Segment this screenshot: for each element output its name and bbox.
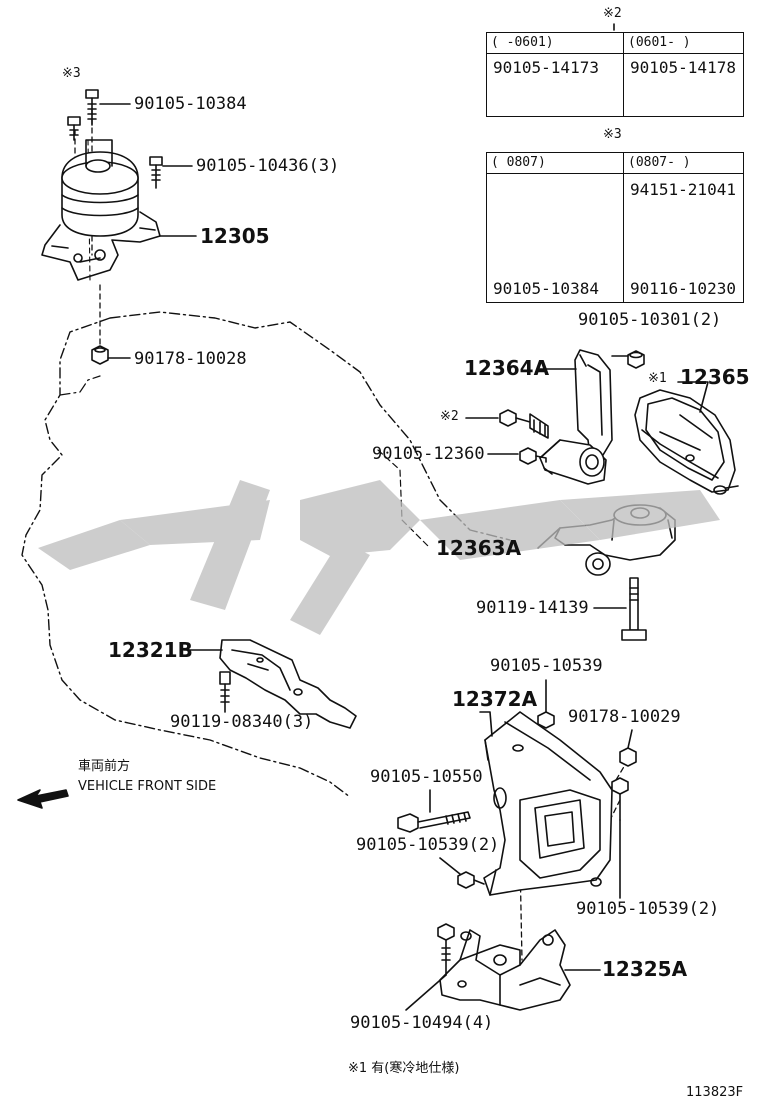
bolt-90105-10539-right <box>611 777 629 821</box>
label-90178-10028: 90178-10028 <box>134 349 247 369</box>
diagram-id: 113823F <box>686 1085 744 1100</box>
engine-outline <box>21 311 511 798</box>
marker3-label: ※3 <box>62 66 81 81</box>
marker2-label: ※2 <box>440 409 459 424</box>
label-90105-10301: 90105-10301(2) <box>578 310 722 330</box>
table3-part-1: 90105-10384 <box>493 279 599 298</box>
label-90178-10029: 90178-10029 <box>568 707 681 727</box>
footnote: ※1 有(寒冷地仕様) <box>348 1061 460 1076</box>
label-12365: 12365 <box>680 365 750 389</box>
label-90105-10494: 90105-10494(4) <box>350 1013 494 1033</box>
bolt-90105-10539-top <box>537 679 555 729</box>
bolt-90105-10494 <box>405 923 455 1011</box>
label-90105-10550: 90105-10550 <box>370 767 483 787</box>
leader-lines-12364A <box>465 355 629 455</box>
bolt-90119-08340 <box>219 671 231 713</box>
label-90105-10384: 90105-10384 <box>134 94 247 114</box>
bolt-90105-10384 <box>85 89 99 126</box>
bolt-90105-10539-left <box>439 857 485 889</box>
leader-12365 <box>677 381 709 413</box>
label-12321B: 12321B <box>108 638 193 662</box>
marker1-label: ※1 <box>648 371 667 386</box>
label-90105-10436: 90105-10436(3) <box>196 156 340 176</box>
label-12363A: 12363A <box>436 536 522 560</box>
table3-part-2-top: 94151-21041 <box>630 180 736 199</box>
bracket-12364A <box>539 349 613 485</box>
bolt-marker3 <box>67 116 81 141</box>
bolt-90105-10436 <box>149 156 163 189</box>
bolt-90105-12360 <box>519 447 547 465</box>
label-90119-14139: 90119-14139 <box>476 598 589 618</box>
table3-header-1: ( 0807) <box>486 152 624 174</box>
cover-12365 <box>634 389 739 495</box>
nut-90178-10028 <box>91 345 109 365</box>
table3-marker: ※3 <box>603 127 622 142</box>
table3: ( 0807) (0807- ) 90105-10384 94151-21041… <box>486 152 744 303</box>
table3-part-2-bottom: 90116-10230 <box>630 279 736 298</box>
label-12364A: 12364A <box>464 356 550 380</box>
label-90119-08340: 90119-08340(3) <box>170 712 314 732</box>
bolt-90105-10550 <box>397 789 471 833</box>
leader-12363A <box>377 449 431 549</box>
bracket-12321B <box>219 639 357 729</box>
label-12325A: 12325A <box>602 957 688 981</box>
bracket-12372A <box>483 711 613 896</box>
table2-header-1: ( -0601) <box>486 32 624 54</box>
label-12372A: 12372A <box>452 687 538 711</box>
bolt-marker2-long <box>499 409 549 439</box>
table2-marker: ※2 <box>603 6 622 21</box>
table2-header-2: (0601- ) <box>623 32 744 54</box>
table3-header-2: (0807- ) <box>623 152 744 174</box>
table2: ( -0601) (0601- ) 90105-14173 90105-1417… <box>486 32 744 117</box>
table2-part-2: 90105-14178 <box>630 58 736 77</box>
direction-label-en: VEHICLE FRONT SIDE <box>78 779 217 794</box>
bolt-90105-10301 <box>627 350 645 369</box>
label-12305: 12305 <box>200 224 270 248</box>
engine-outline-inner <box>59 375 101 396</box>
label-90105-12360: 90105-12360 <box>372 444 485 464</box>
label-90105-10539-top: 90105-10539 <box>490 656 603 676</box>
table2-part-1: 90105-14173 <box>493 58 599 77</box>
bracket-12325A <box>439 929 571 1011</box>
label-90105-10539-2-left: 90105-10539(2) <box>356 835 500 855</box>
leader-12372A <box>479 711 493 737</box>
engine-mount-12305 <box>41 139 161 281</box>
leader-lines-left <box>99 103 197 359</box>
front-arrow-icon <box>17 789 69 809</box>
watermark-logo <box>38 480 720 635</box>
nut-90178-10029 <box>619 729 637 767</box>
label-90105-10539-2-right: 90105-10539(2) <box>576 899 720 919</box>
bolt-90119-14139 <box>621 577 647 641</box>
direction-label-jp: 車両前方 <box>78 759 131 774</box>
